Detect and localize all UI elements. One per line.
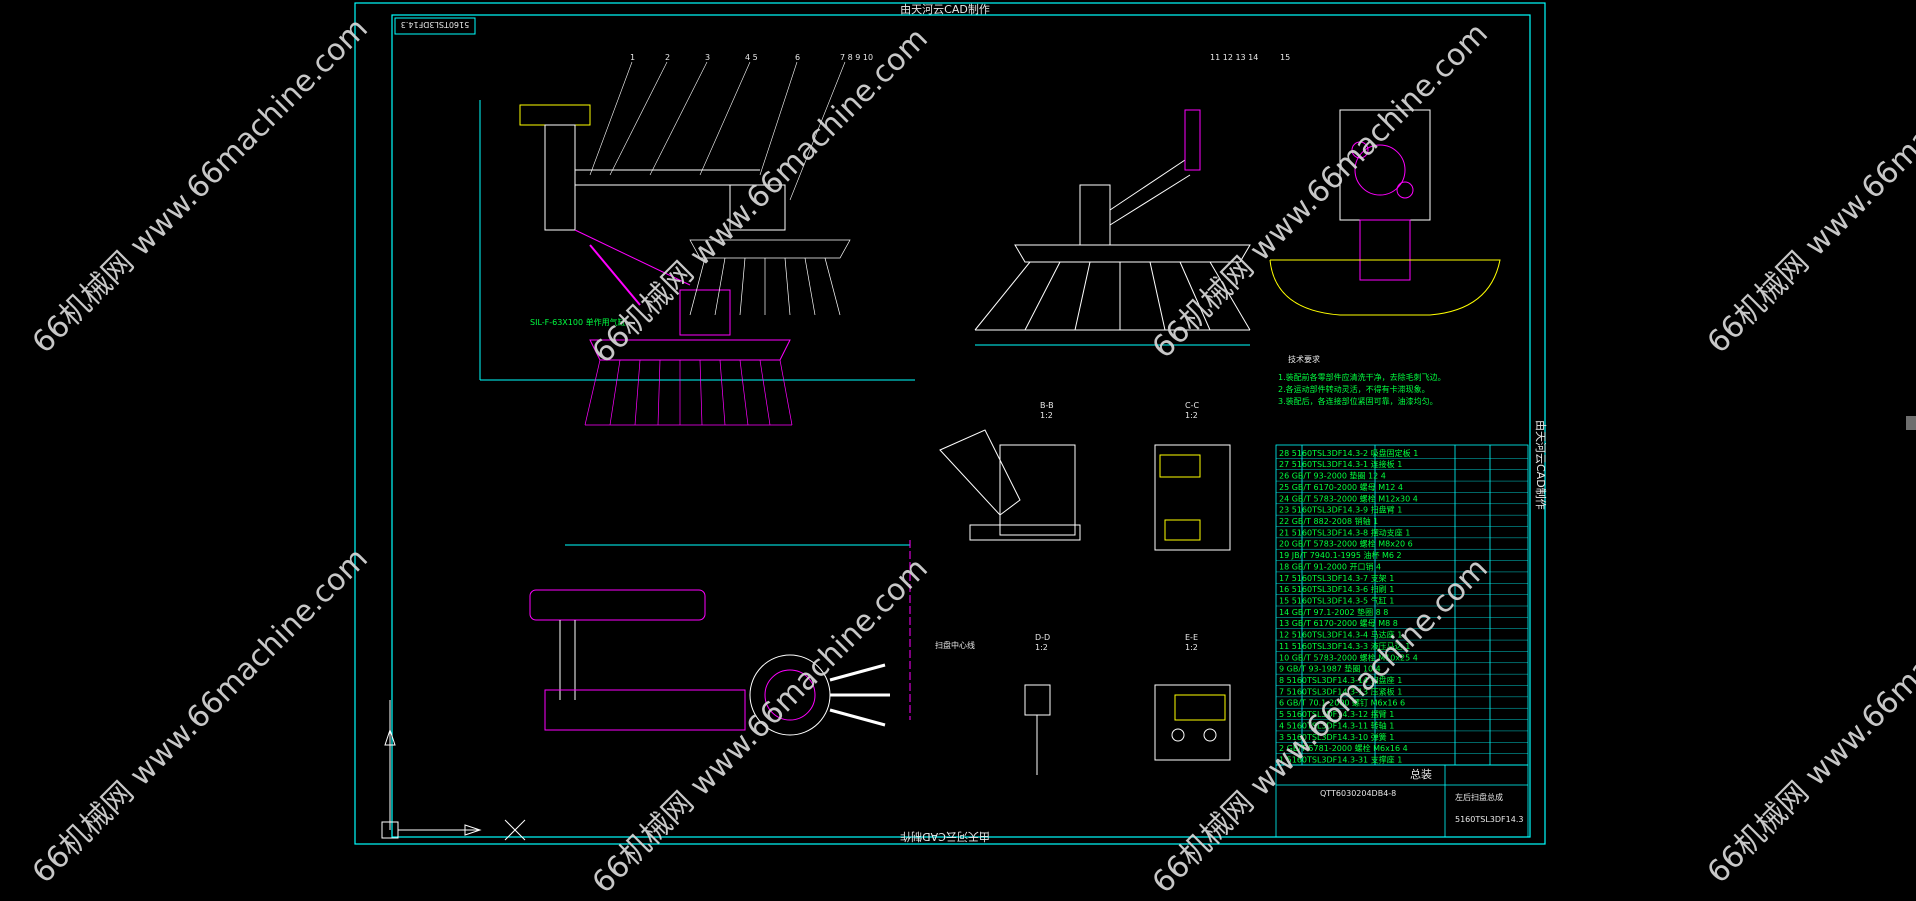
section-views <box>939 429 1231 775</box>
tech-note-3: 3.装配后，各连接部位紧固可靠，油漆均匀。 <box>1278 396 1438 406</box>
bottom-banner: 由天河云CAD制作 <box>900 830 990 844</box>
bom-row: 24 GB/T 5783-2000 螺栓 M12x30 4 <box>1279 493 1418 503</box>
bom-row: 12 5160TSL3DF14.3-4 马达座 1 <box>1279 630 1402 640</box>
bom-row: 15 5160TSL3DF14.3-5 气缸 1 <box>1279 596 1394 606</box>
side-view <box>974 109 1251 346</box>
cad-drawing-svg: 由天河云CAD制作 由天河云CAD制作 由天河云CAD制作 5160TSL3DF… <box>354 2 1548 845</box>
callout-15: 15 <box>1280 53 1290 62</box>
inner-frame <box>391 14 1531 838</box>
bom-rows: 28 5160TSL3DF14.3-2 吸盘固定板 127 5160TSL3DF… <box>1276 448 1528 766</box>
section-b-label: B-B <box>1040 401 1054 410</box>
bom-row: 25 GB/T 6170-2000 螺母 M12 4 <box>1279 482 1403 492</box>
bom-row: 2 GB/T 5781-2000 螺栓 M6x16 4 <box>1279 743 1408 753</box>
ucs-icon <box>381 700 526 841</box>
bom-row: 10 GB/T 5783-2000 螺栓 M10x25 4 <box>1279 652 1418 662</box>
bom-row: 1 5160TSL3DF14.3-31 支撑座 1 <box>1279 755 1402 765</box>
front-disc-bristles <box>689 239 851 316</box>
section-e-label: E-E <box>1185 633 1198 642</box>
front-brush-bristles <box>584 359 793 426</box>
bom-row: 8 5160TSL3DF14.3-14 扫盘座 1 <box>1279 675 1402 685</box>
bom-row: 21 5160TSL3DF14.3-8 摆动支座 1 <box>1279 527 1410 537</box>
section-e-scale: 1:2 <box>1185 643 1198 652</box>
callout-6: 6 <box>795 53 800 62</box>
code-box-text: 5160TSL3DF14.3 <box>401 20 469 29</box>
callout-1: 1 <box>630 53 635 62</box>
tech-note-1: 1.装配前各零部件应清洗干净，去除毛刺飞边。 <box>1278 372 1446 382</box>
bom-row: 26 GB/T 93-2000 垫圈 12 4 <box>1279 471 1386 481</box>
bom-row: 16 5160TSL3DF14.3-6 扫刷 1 <box>1279 584 1394 594</box>
bom-row: 27 5160TSL3DF14.3-1 连接板 1 <box>1279 459 1402 469</box>
drawing-number: QTT6030204DB4-8 <box>1320 789 1396 798</box>
right-banner: 由天河云CAD制作 <box>1534 420 1548 510</box>
top-view <box>529 540 911 736</box>
front-view <box>479 100 915 381</box>
section-d-scale: 1:2 <box>1035 643 1048 652</box>
bom-row: 6 GB/T 70.1-2000 螺钉 M6x16 6 <box>1279 698 1405 708</box>
bom-row: 17 5160TSL3DF14.3-7 支架 1 <box>1279 573 1394 583</box>
center-note: 扫盘中心线 <box>935 640 975 650</box>
bom-row: 11 5160TSL3DF14.3-3 液压马达 1 <box>1279 641 1410 651</box>
bom-row: 18 GB/T 91-2000 开口销 4 <box>1279 561 1381 571</box>
callout-2: 2 <box>665 53 670 62</box>
bom-row: 22 GB/T 882-2008 销轴 1 <box>1279 516 1378 526</box>
bom-row: 9 GB/T 93-1987 垫圈 10 4 <box>1279 664 1381 674</box>
tech-note-2: 2.各运动部件转动灵活，不得有卡滞现象。 <box>1278 384 1430 394</box>
bom-row: 28 5160TSL3DF14.3-2 吸盘固定板 1 <box>1279 448 1418 458</box>
section-b-scale: 1:2 <box>1040 411 1053 420</box>
bom-row: 4 5160TSL3DF14.3-11 转轴 1 <box>1279 720 1394 730</box>
title-code: 5160TSL3DF14.3 <box>1455 815 1523 824</box>
cylinder-note: SIL-F-63X100 单作用气缸 <box>530 317 626 327</box>
section-d-label: D-D <box>1035 633 1050 642</box>
callout-4-5: 4 5 <box>745 53 758 62</box>
top-banner: 由天河云CAD制作 <box>900 2 990 16</box>
section-c-scale: 1:2 <box>1185 411 1198 420</box>
bom-row: 20 GB/T 5783-2000 螺栓 M8x20 6 <box>1279 539 1413 549</box>
detail-view <box>1269 109 1501 316</box>
bom-row: 13 GB/T 6170-2000 螺母 M8 8 <box>1279 618 1398 628</box>
outer-frame <box>354 2 1546 845</box>
bom-row: 3 5160TSL3DF14.3-10 弹簧 1 <box>1279 732 1394 742</box>
assembly-label: 总装 <box>1410 767 1432 781</box>
scrollbar-thumb[interactable] <box>1906 416 1916 430</box>
bom-row: 19 JB/T 7940.1-1995 油杯 M6 2 <box>1279 550 1402 560</box>
tech-title: 技术要求 <box>1288 354 1320 364</box>
bom-row: 14 GB/T 97.1-2002 垫圈 8 8 <box>1279 607 1388 617</box>
callout-7-10: 7 8 9 10 <box>840 53 873 62</box>
section-c-label: C-C <box>1185 401 1199 410</box>
bom-row: 5 5160TSL3DF14.3-12 摆臂 1 <box>1279 709 1394 719</box>
bom-row: 7 5160TSL3DF14.3-13 压紧板 1 <box>1279 686 1402 696</box>
bom-row: 23 5160TSL3DF14.3-9 扫盘臂 1 <box>1279 505 1402 515</box>
callout-11-14: 11 12 13 14 <box>1210 53 1258 62</box>
code-box <box>394 17 476 35</box>
part-name: 左后扫盘总成 <box>1455 792 1503 802</box>
title-block <box>1275 764 1529 838</box>
callout-3: 3 <box>705 53 710 62</box>
part-callouts-top: 1 2 3 4 5 6 7 8 9 10 <box>589 53 873 201</box>
